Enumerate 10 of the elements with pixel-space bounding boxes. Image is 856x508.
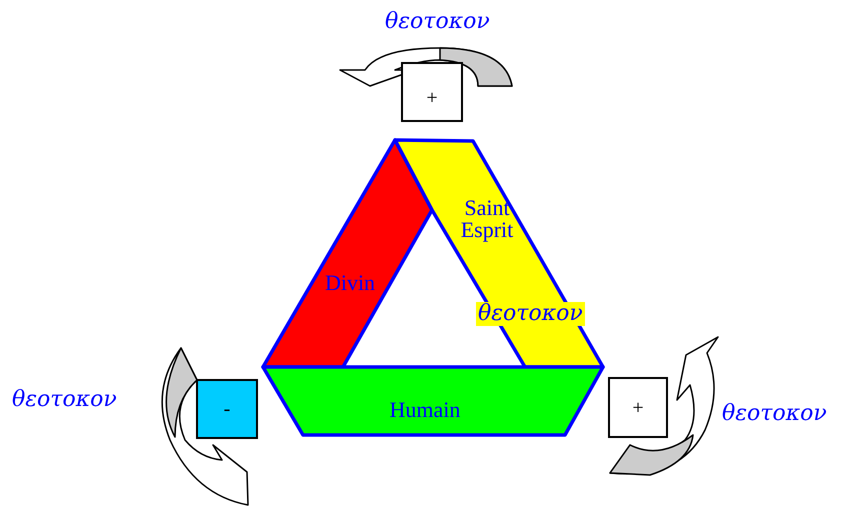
greek-word-label: θεοτοκον: [476, 302, 585, 326]
sign-symbol: -: [222, 399, 232, 419]
band-label: Divin: [324, 272, 376, 294]
band-label: Humain: [388, 399, 462, 421]
sign-symbol: +: [425, 88, 439, 108]
greek-word-label: θεοτοκον: [12, 389, 117, 411]
greek-word-label: θεοτοκον: [722, 403, 827, 425]
greek-word-label: θεοτοκον: [385, 11, 490, 33]
band-label: Saint Esprit: [460, 197, 514, 241]
sign-symbol: +: [631, 398, 645, 418]
